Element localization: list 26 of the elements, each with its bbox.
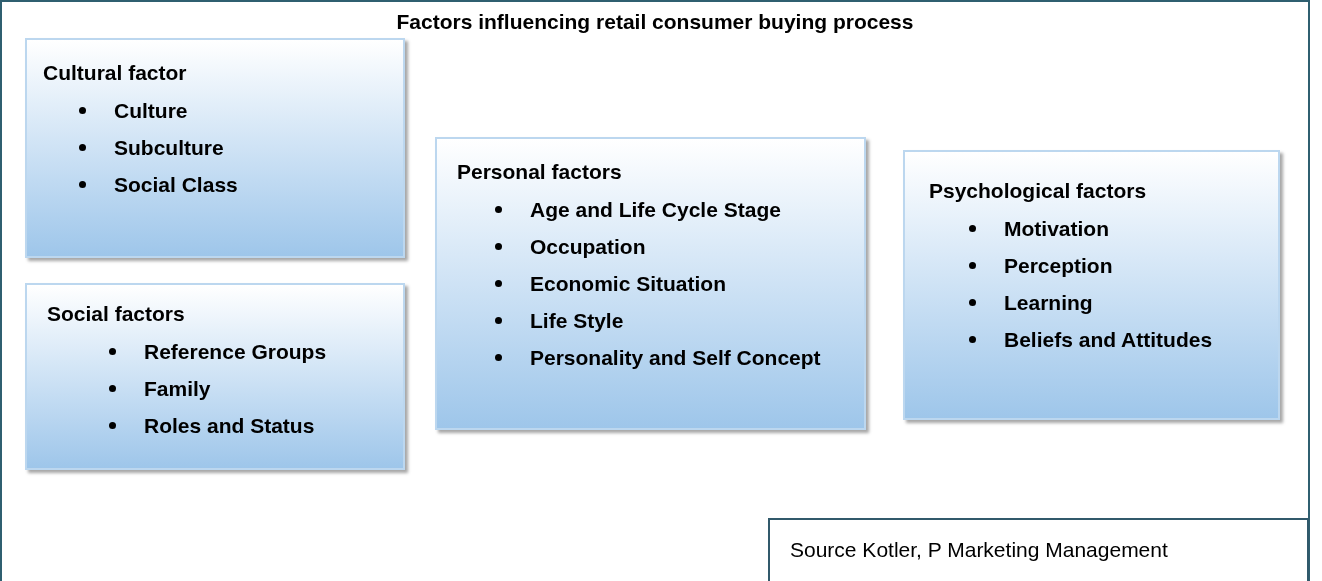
list-item: Family bbox=[144, 375, 211, 402]
list-item: Life Style bbox=[530, 307, 624, 334]
factor-box bbox=[435, 137, 866, 430]
list-item: Personality and Self Concept bbox=[530, 344, 821, 371]
box-heading: Cultural factor bbox=[43, 60, 188, 86]
source-box bbox=[768, 518, 1309, 581]
factor-box bbox=[25, 38, 405, 258]
list-item: Social Class bbox=[114, 171, 238, 198]
box-heading: Personal factors bbox=[457, 159, 623, 185]
list-item: Learning bbox=[1004, 289, 1093, 316]
diagram-title: Factors influencing retail consumer buying process bbox=[395, 9, 915, 35]
list-item: Subculture bbox=[114, 134, 224, 161]
factor-box bbox=[903, 150, 1280, 420]
box-heading: Social factors bbox=[47, 301, 186, 327]
list-item: Perception bbox=[1004, 252, 1113, 279]
list-item: Motivation bbox=[1004, 215, 1109, 242]
list-item: Reference Groups bbox=[144, 338, 327, 365]
list-item: Roles and Status bbox=[144, 412, 315, 439]
list-item: Economic Situation bbox=[530, 270, 726, 297]
box-heading: Psychological factors bbox=[929, 178, 1148, 204]
source-note: Source Kotler, P Marketing Management bbox=[790, 537, 1169, 563]
list-item: Occupation bbox=[530, 233, 646, 260]
list-item: Culture bbox=[114, 97, 188, 124]
factor-box bbox=[25, 283, 405, 470]
list-item: Age and Life Cycle Stage bbox=[530, 196, 781, 223]
list-item: Beliefs and Attitudes bbox=[1004, 326, 1213, 353]
